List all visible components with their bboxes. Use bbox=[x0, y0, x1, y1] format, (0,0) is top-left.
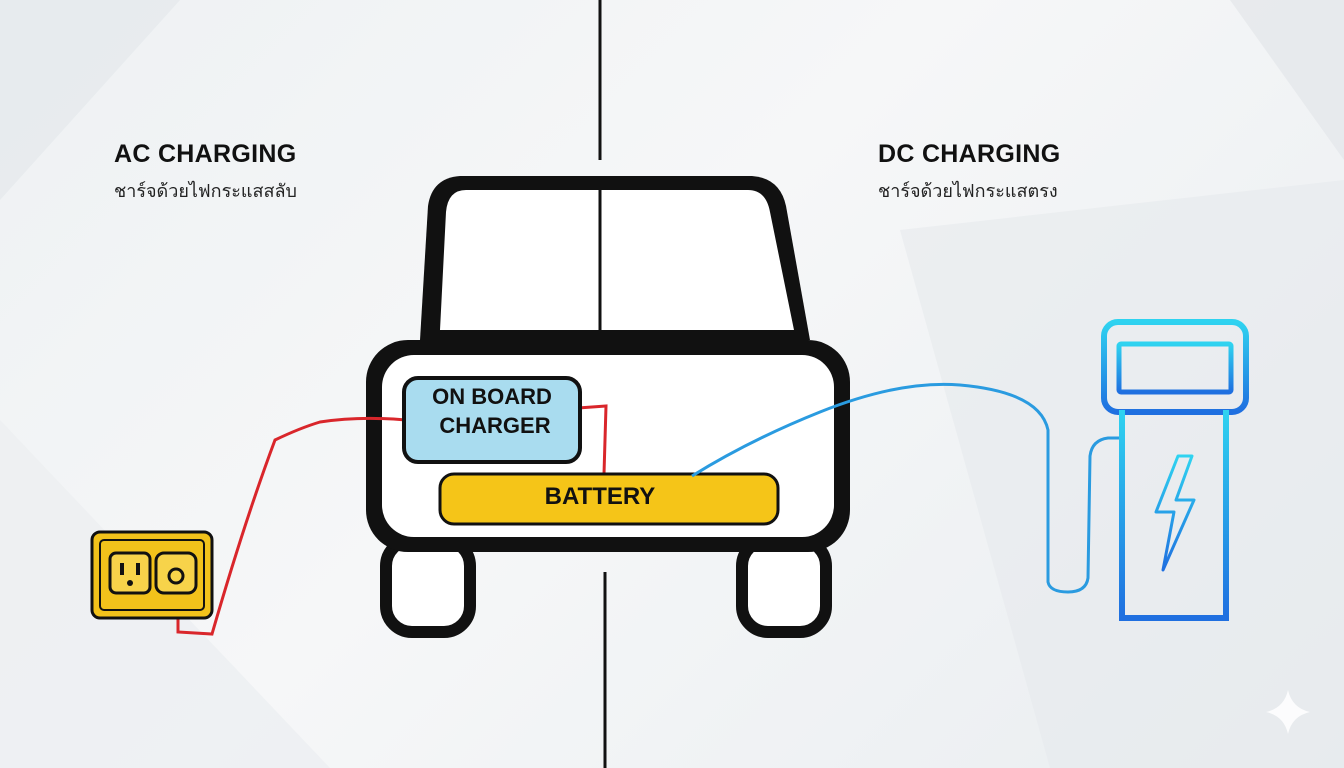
onboard-charger-label-line1: ON BOARD bbox=[432, 384, 552, 409]
onboard-charger-box bbox=[402, 376, 582, 464]
ac-charging-subtitle: ชาร์จด้วยไฟกระแสสลับ bbox=[114, 181, 297, 202]
battery bbox=[438, 472, 780, 526]
dc-cable bbox=[691, 382, 1122, 594]
charger-to-battery-cable bbox=[577, 404, 608, 475]
car-windshield bbox=[440, 190, 794, 330]
dc-charging-station-icon bbox=[1101, 319, 1249, 621]
lightning-bolt-icon bbox=[1154, 454, 1196, 572]
wall-outlet-icon bbox=[90, 530, 214, 620]
ac-charging-title: AC CHARGING bbox=[114, 140, 297, 168]
dc-charging-title: DC CHARGING bbox=[878, 140, 1061, 168]
car-wheel-left bbox=[380, 534, 476, 638]
dc-charging-subtitle: ชาร์จด้วยไฟกระแสตรง bbox=[878, 181, 1058, 202]
sparkle-icon bbox=[1266, 690, 1310, 734]
battery-label: BATTERY bbox=[545, 483, 656, 510]
onboard-charger-label-line2: CHARGER bbox=[439, 413, 550, 438]
car-wheel-right bbox=[736, 534, 832, 638]
ac-cable bbox=[176, 416, 407, 636]
